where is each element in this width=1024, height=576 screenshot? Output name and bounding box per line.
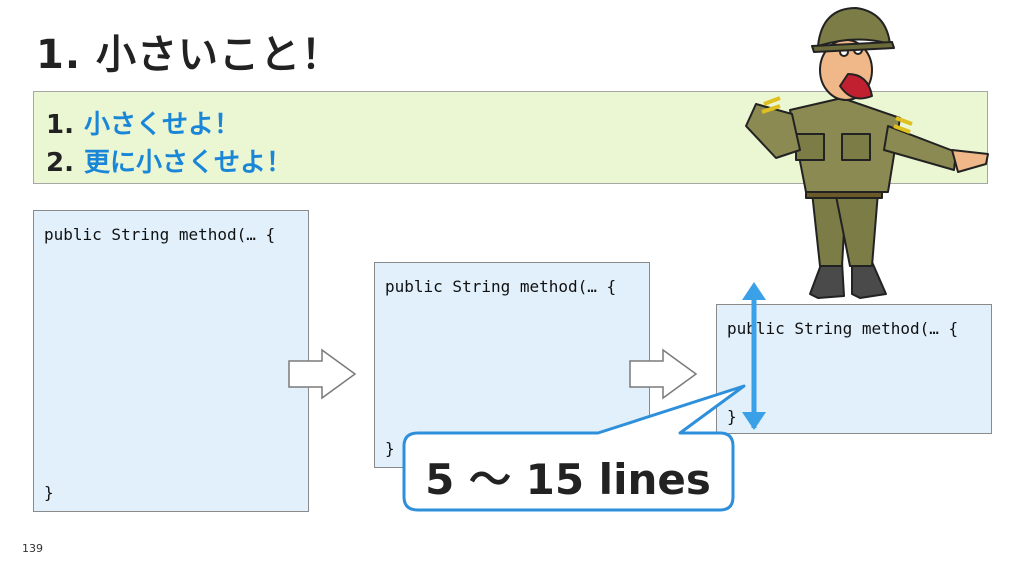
- method-signature: public String method(… {: [44, 225, 276, 244]
- closing-brace: }: [385, 439, 395, 458]
- closing-brace: }: [727, 407, 737, 426]
- rule-number: 1.: [46, 110, 74, 140]
- rule-1: 1. 小さくせよ！: [46, 104, 240, 141]
- rule-2: 2. 更に小さくせよ！: [46, 142, 292, 179]
- method-signature: public String method(… {: [385, 277, 617, 296]
- right-arrow-icon: [629, 348, 698, 400]
- soldier-illustration: [745, 7, 989, 299]
- right-arrow-icon: [288, 348, 357, 400]
- method-signature: public String method(… {: [727, 319, 959, 338]
- rule-text: 更に小さくせよ！: [83, 148, 292, 178]
- rule-number: 2.: [46, 148, 74, 178]
- double-headed-arrow-icon: [742, 282, 766, 430]
- closing-brace: }: [44, 483, 54, 502]
- rule-text: 小さくせよ！: [83, 110, 240, 140]
- slide-title: 1. 小さいこと！: [36, 32, 342, 78]
- slide-number: 139: [22, 542, 43, 555]
- callout-bubble: [402, 384, 746, 512]
- callout-text: 5 ～ 15 lines: [425, 454, 711, 504]
